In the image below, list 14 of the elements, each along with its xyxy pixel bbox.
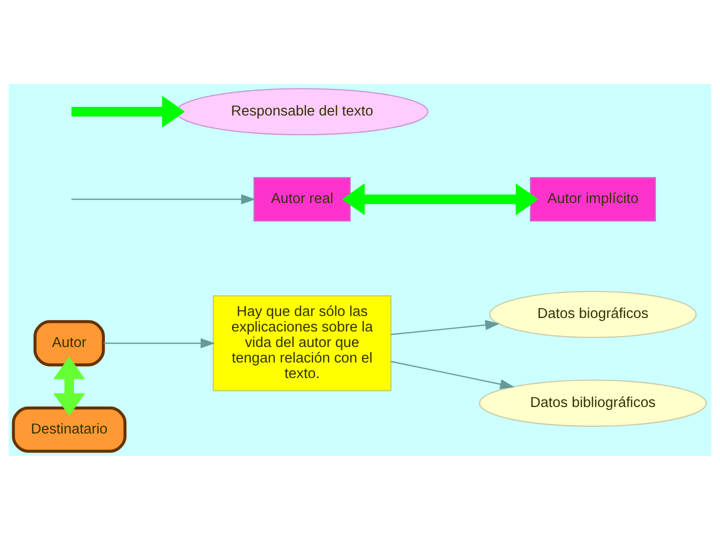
node-box: Autor xyxy=(34,320,105,366)
node-box: Hay que dar sólo las explicaciones sobre la vida del autor que tengan relación con el texto. xyxy=(212,295,392,392)
node-box: Autor implícito xyxy=(530,177,656,222)
arrow xyxy=(390,360,515,390)
node-box: Destinatario xyxy=(12,406,126,453)
node-ellipse: Datos biográficos xyxy=(489,290,697,338)
node-ellipse: Responsable del texto xyxy=(176,88,428,136)
arrow xyxy=(71,194,256,204)
arrow xyxy=(53,356,86,416)
arrow xyxy=(390,320,500,336)
arrow xyxy=(71,96,185,128)
arrow xyxy=(342,183,539,216)
arrow xyxy=(103,338,216,348)
node-box: Autor real xyxy=(254,177,351,222)
